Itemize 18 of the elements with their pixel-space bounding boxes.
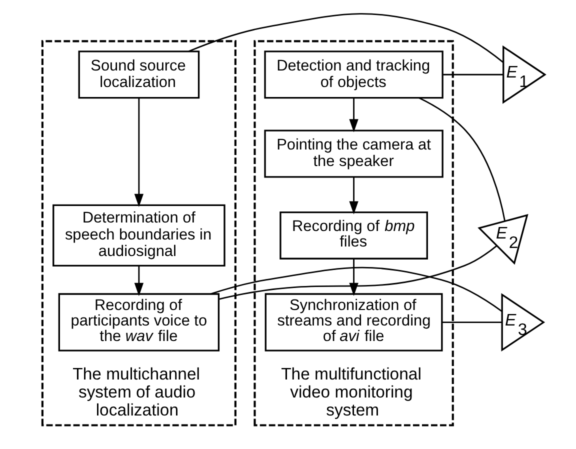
arrow bbox=[134, 98, 144, 207]
arrow bbox=[348, 177, 358, 214]
connector bbox=[418, 97, 506, 222]
node-box: Recording of bmp files bbox=[279, 211, 428, 260]
node-box: Synchronization of streams and recording of avi file bbox=[264, 293, 442, 352]
node-box: Determination of speech boundaries in audiosignal bbox=[52, 204, 225, 267]
arrow bbox=[348, 98, 358, 132]
connector bbox=[210, 266, 502, 312]
connector bbox=[442, 322, 502, 323]
node-box: Detection and tracking of objects bbox=[264, 50, 443, 99]
node-box: Pointing the camera at the speaker bbox=[264, 130, 443, 178]
arrow bbox=[134, 266, 144, 296]
arrow bbox=[348, 258, 358, 296]
connector bbox=[188, 13, 504, 63]
connector bbox=[218, 245, 496, 300]
node-box: Recording of participants voice to the wav file bbox=[58, 293, 220, 352]
node-box: Sound source localization bbox=[78, 50, 200, 99]
connector bbox=[442, 74, 503, 76]
